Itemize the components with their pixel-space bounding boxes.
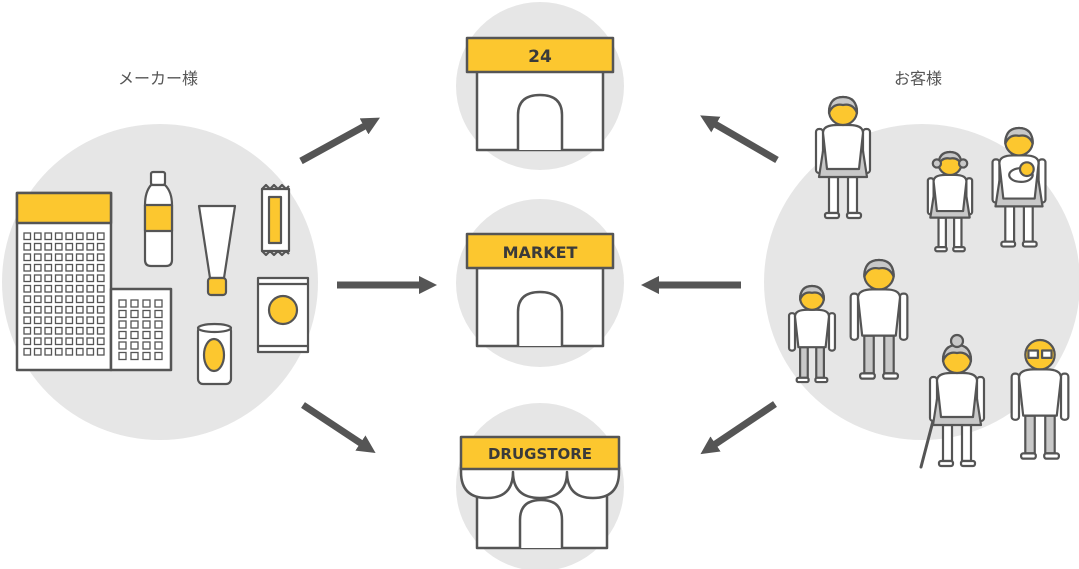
woman-figure xyxy=(814,95,872,220)
boy-figure xyxy=(787,284,837,384)
elderly-woman-figure xyxy=(919,333,986,469)
store-drugstore-sign: DRUGSTORE xyxy=(488,445,592,463)
office-windows xyxy=(118,299,163,361)
customers-group xyxy=(787,95,1070,469)
factory-building-icon xyxy=(15,191,173,372)
flow-arrow xyxy=(301,402,376,454)
store-24-icon xyxy=(465,36,615,152)
can-icon xyxy=(196,322,233,386)
store-market-sign: MARKET xyxy=(503,243,578,262)
snack-bar-icon xyxy=(260,183,291,257)
snack-pack-icon xyxy=(256,276,310,354)
flow-arrow xyxy=(700,401,777,455)
customer-label: お客様 xyxy=(894,69,942,88)
elderly-man-figure xyxy=(1010,338,1070,460)
store-market-icon xyxy=(465,232,615,348)
maker-label: メーカー様 xyxy=(118,69,198,88)
factory-windows xyxy=(23,232,105,356)
bottle-icon xyxy=(143,170,174,268)
man-figure xyxy=(849,258,909,380)
store-drugstore-icon xyxy=(459,435,621,550)
mother-with-baby-figure xyxy=(991,126,1047,248)
flow-arrow xyxy=(299,117,380,165)
store-24-sign: 24 xyxy=(528,47,552,67)
girl-figure xyxy=(926,150,974,253)
flow-arrows xyxy=(299,115,779,455)
flow-arrow xyxy=(700,115,779,164)
tube-icon xyxy=(197,204,237,297)
